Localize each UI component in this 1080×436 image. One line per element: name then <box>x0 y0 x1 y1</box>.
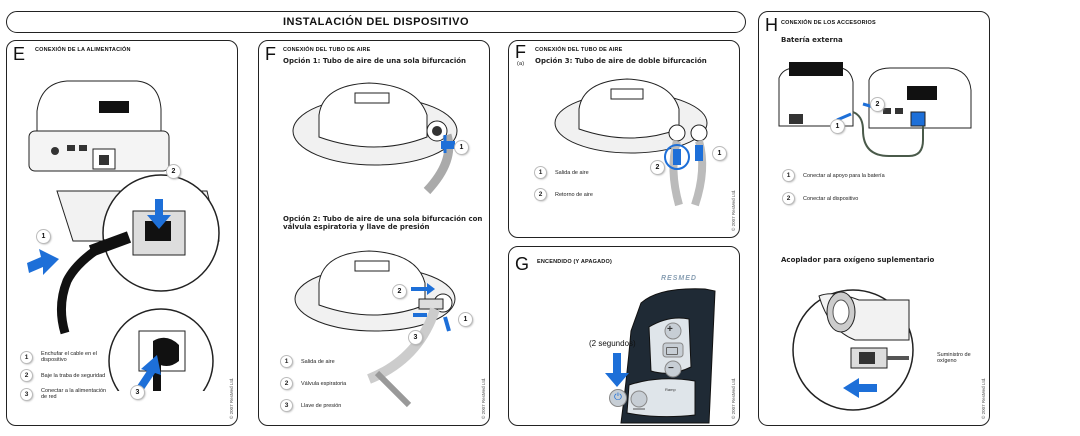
power-icon[interactable]: ⏻ <box>609 389 627 407</box>
ramp-label: Ramp <box>665 387 676 392</box>
panel-letter: F <box>265 44 276 64</box>
battery-heading: Batería externa <box>781 36 843 44</box>
oxygen-heading: Acoplador para oxígeno suplementario <box>781 256 935 264</box>
copyright: © 2007 ResMed Ltd. <box>481 377 486 419</box>
device-option-1 <box>292 82 458 195</box>
panel-air-tube-option-3: F (a) CONEXIÓN DEL TUBO DE AIRE Opción 3… <box>508 40 740 238</box>
option-1-heading: Opción 1: Tubo de aire de una sola bifur… <box>283 57 467 65</box>
copyright: © 2007 ResMed Ltd. <box>731 189 736 231</box>
copyright: © 2007 ResMed Ltd. <box>731 377 736 419</box>
minus-button[interactable]: − <box>668 363 674 374</box>
hold-duration-label: (2 segundos) <box>589 339 636 348</box>
panel-title: CONEXIÓN DE LOS ACCESORIOS <box>781 20 876 26</box>
power-illustration <box>27 80 220 391</box>
callout-1: 1 <box>831 120 844 133</box>
callout-1: 1 <box>37 230 50 243</box>
panel-letter: G <box>515 254 530 274</box>
option-2-heading: Opción 2: Tubo de aire de una sola bifur… <box>283 215 483 231</box>
panel-letter: F <box>515 42 526 62</box>
battery-illustration <box>778 62 972 157</box>
callout-3: 3 <box>409 331 422 344</box>
brand-logo: RESMED <box>661 275 697 282</box>
panel-letter: H <box>765 15 778 35</box>
callout-2: 2 <box>393 285 406 298</box>
plus-button[interactable]: + <box>667 324 673 335</box>
panel-air-tube-options-1-2: F CONEXIÓN DEL TUBO DE AIRE Opción 1: Tu… <box>258 40 490 426</box>
callout-3: 3 <box>131 386 144 399</box>
callout-1: 1 <box>459 313 472 326</box>
option-3-heading: Opción 3: Tubo de aire de doble bifurcac… <box>535 57 707 65</box>
callout-2: 2 <box>651 161 664 174</box>
callout-2: 2 <box>167 165 180 178</box>
oxygen-supply-label: Suministro de oxígeno <box>937 352 971 364</box>
panel-power-on: G ENCENDIDO (Y APAGADO) RESMED + − Ramp … <box>508 246 740 426</box>
copyright: © 2007 ResMed Ltd. <box>981 377 986 419</box>
callout-2: 2 <box>871 98 884 111</box>
device-option-3 <box>554 78 708 207</box>
book-icon <box>666 347 678 355</box>
panel-letter: E <box>13 44 26 64</box>
device-option-2 <box>294 250 456 408</box>
panel-title: ENCENDIDO (Y APAGADO) <box>537 259 612 265</box>
panel-suffix: (a) <box>517 61 525 67</box>
panel-accessories: H CONEXIÓN DE LOS ACCESORIOS Batería ext… <box>758 11 990 426</box>
callout-1: 1 <box>455 141 468 154</box>
press-arrow <box>605 353 629 387</box>
control-panel-illustration <box>620 288 716 424</box>
page-banner: INSTALACIÓN DEL DISPOSITIVO <box>6 11 746 33</box>
panel-title: CONEXIÓN DEL TUBO DE AIRE <box>283 47 371 53</box>
oxygen-coupler-illustration <box>792 289 914 411</box>
panel-title: CONEXIÓN DEL TUBO DE AIRE <box>535 47 623 53</box>
copyright: © 2007 ResMed Ltd. <box>229 377 234 419</box>
panel-title: CONEXIÓN DE LA ALIMENTACIÓN <box>35 47 131 53</box>
callout-1: 1 <box>713 147 726 160</box>
